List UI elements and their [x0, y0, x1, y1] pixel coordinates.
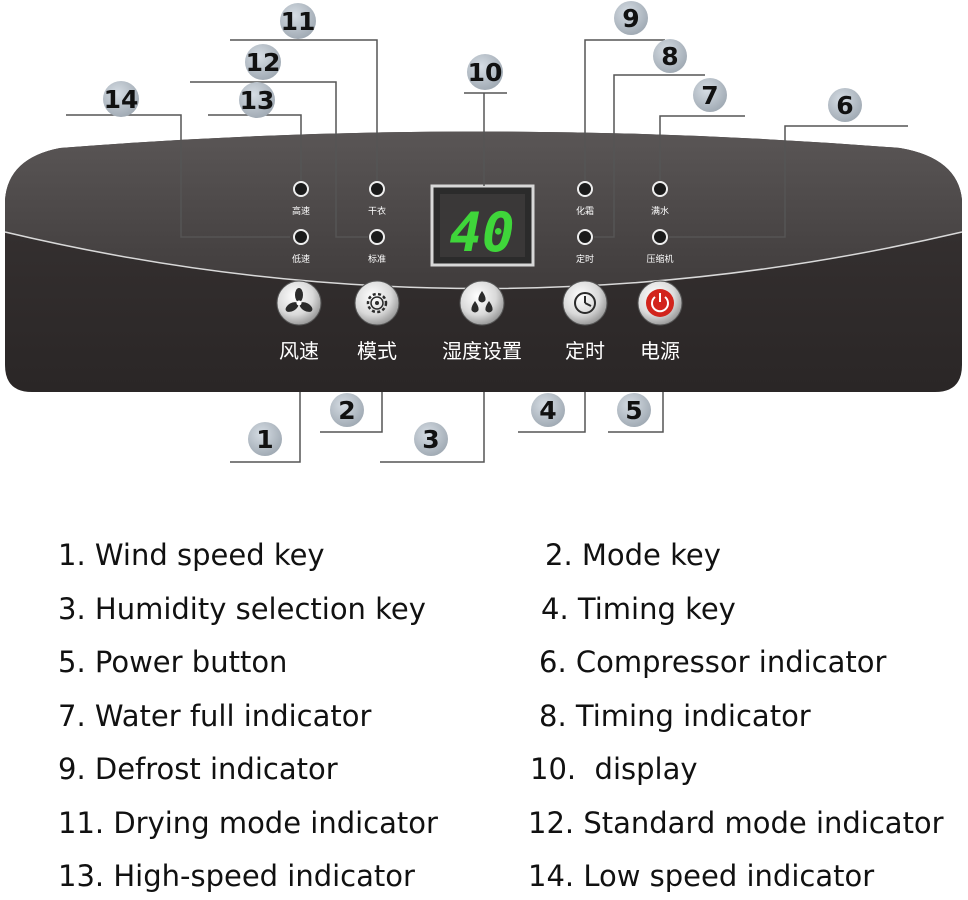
callout-1: 1: [248, 422, 282, 456]
legend-item-4: 4. Timing key: [541, 592, 736, 626]
low-speed-indicator: 低速: [292, 229, 310, 265]
leader-lines: [66, 39, 908, 463]
svg-text:5: 5: [625, 396, 642, 425]
callout-9: 9: [614, 1, 648, 35]
legend-item-3: 3. Humidity selection key: [58, 592, 426, 626]
svg-text:2: 2: [338, 396, 355, 425]
wind-speed-label: 风速: [279, 339, 319, 363]
timing-button[interactable]: 定时: [562, 280, 608, 363]
water-full-indicator: 满水: [651, 181, 669, 217]
power-button[interactable]: 电源: [637, 280, 683, 363]
gear-icon: [366, 292, 388, 314]
svg-text:10: 10: [468, 58, 503, 87]
svg-text:14: 14: [104, 85, 139, 114]
svg-text:12: 12: [246, 48, 281, 77]
humidity-button[interactable]: 湿度设置: [442, 280, 522, 363]
compressor-indicator: 压缩机: [646, 229, 674, 265]
callouts: 1 2 3 4 5 6 7 8 9 10 11 12 13 14: [103, 1, 862, 456]
drying-mode-indicator: 干衣: [368, 181, 386, 217]
svg-text:13: 13: [240, 86, 275, 115]
legend-item-2: 2. Mode key: [545, 538, 721, 572]
timing-label: 定时: [565, 339, 605, 363]
callout-11: 11: [280, 3, 316, 39]
power-icon: [651, 293, 669, 313]
callout-13: 13: [239, 82, 275, 118]
svg-text:满水: 满水: [651, 205, 669, 217]
legend-item-6: 6. Compressor indicator: [539, 645, 887, 679]
svg-text:干衣: 干衣: [368, 205, 386, 217]
svg-text:9: 9: [622, 4, 639, 33]
legend-item-11: 11. Drying mode indicator: [58, 806, 438, 840]
fan-icon: [285, 288, 313, 312]
legend-item-1: 1. Wind speed key: [58, 538, 325, 572]
callout-14: 14: [103, 81, 139, 117]
control-panel-diagram: 40 高速 低速 干衣 标准 化霜 定时 满水: [4, 1, 963, 463]
legend-item-5: 5. Power button: [58, 645, 288, 679]
legend-item-13: 13. High-speed indicator: [58, 859, 415, 893]
callout-4: 4: [531, 393, 565, 427]
callout-12: 12: [245, 44, 281, 80]
callout-8: 8: [653, 39, 687, 73]
legend-item-12: 12. Standard mode indicator: [528, 806, 944, 840]
power-label: 电源: [640, 339, 680, 363]
callout-5: 5: [617, 393, 651, 427]
svg-text:4: 4: [539, 396, 556, 425]
svg-text:标准: 标准: [368, 253, 386, 265]
callout-6: 6: [828, 88, 862, 122]
svg-text:1: 1: [256, 425, 273, 454]
callout-10: 10: [467, 54, 503, 90]
water-drops-icon: [471, 291, 493, 313]
svg-text:压缩机: 压缩机: [646, 253, 673, 265]
mode-button[interactable]: 模式: [354, 280, 400, 363]
svg-text:低速: 低速: [292, 253, 310, 265]
legend-item-8: 8. Timing indicator: [539, 699, 811, 733]
mode-label: 模式: [357, 339, 397, 363]
svg-text:化霜: 化霜: [576, 205, 594, 217]
svg-text:6: 6: [836, 91, 853, 120]
led-display: 40: [430, 184, 535, 267]
svg-text:3: 3: [422, 425, 439, 454]
legend: 1. Wind speed key 2. Mode key 3. Humidit…: [0, 530, 968, 900]
clock-icon: [574, 292, 596, 314]
svg-text:定时: 定时: [576, 253, 594, 265]
callout-7: 7: [693, 78, 727, 112]
wind-speed-button[interactable]: 风速: [276, 280, 322, 363]
indicators: 高速 低速 干衣 标准 化霜 定时 满水 压缩机: [292, 181, 674, 265]
high-speed-indicator: 高速: [292, 181, 310, 217]
defrost-indicator: 化霜: [576, 181, 594, 217]
legend-item-14: 14. Low speed indicator: [528, 859, 875, 893]
svg-text:11: 11: [281, 7, 316, 36]
humidity-label: 湿度设置: [442, 339, 522, 363]
display-value: 40: [449, 201, 514, 264]
svg-text:高速: 高速: [292, 205, 310, 217]
legend-item-7: 7. Water full indicator: [58, 699, 372, 733]
callout-3: 3: [414, 422, 448, 456]
svg-text:7: 7: [701, 81, 718, 110]
timing-indicator: 定时: [576, 229, 594, 265]
callout-2: 2: [330, 393, 364, 427]
legend-item-10: 10. display: [530, 752, 698, 786]
svg-text:8: 8: [661, 42, 678, 71]
standard-mode-indicator: 标准: [368, 229, 386, 265]
legend-item-9: 9. Defrost indicator: [58, 752, 338, 786]
